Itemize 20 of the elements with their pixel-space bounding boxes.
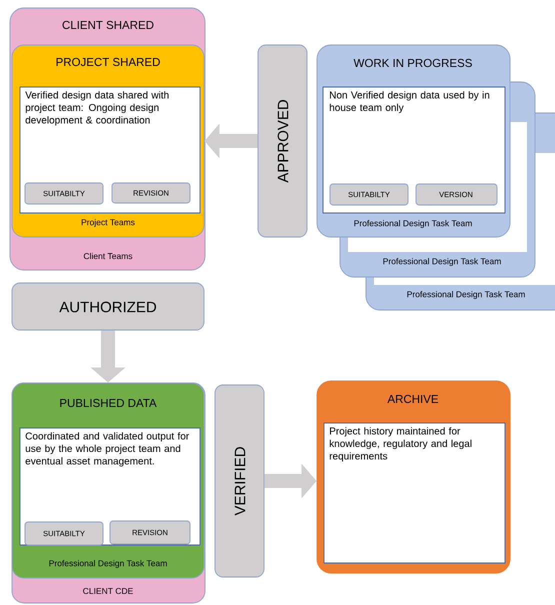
description: Non Verified design data used by in house team only [330, 91, 490, 113]
stage-bar: VERIFIED [214, 384, 264, 578]
heading: PUBLISHED DATA [60, 398, 157, 408]
heading: WORK IN PROGRESS [354, 58, 472, 68]
footer-label: Client Teams [84, 252, 132, 260]
heading: PROJECT SHARED [56, 58, 160, 66]
description: Coordinated and validated output for use by the whole project team and eventual asset management. [26, 432, 189, 466]
description: Project history maintained for knowledge, regulatory and legal requirements [330, 427, 472, 462]
stage-bar: AUTHORIZED [12, 282, 204, 330]
heading: CLIENT SHARED [62, 20, 154, 30]
footer-label: Professional Design Task Team [407, 291, 525, 299]
footer-label: Professional Design Task Team [49, 560, 167, 568]
footer-label: Project Teams [82, 219, 135, 227]
description: Verified design data shared with project team: Ongoing design development & coordination [25, 91, 168, 126]
heading: ARCHIVE [387, 394, 438, 404]
footer-label: Professional Design Task Team [354, 220, 472, 228]
footer-label: Professional Design Task Team [383, 258, 501, 266]
description-box [324, 422, 506, 564]
footer-label: CLIENT CDE [83, 588, 133, 594]
stage-bar: APPROVED [258, 44, 308, 238]
